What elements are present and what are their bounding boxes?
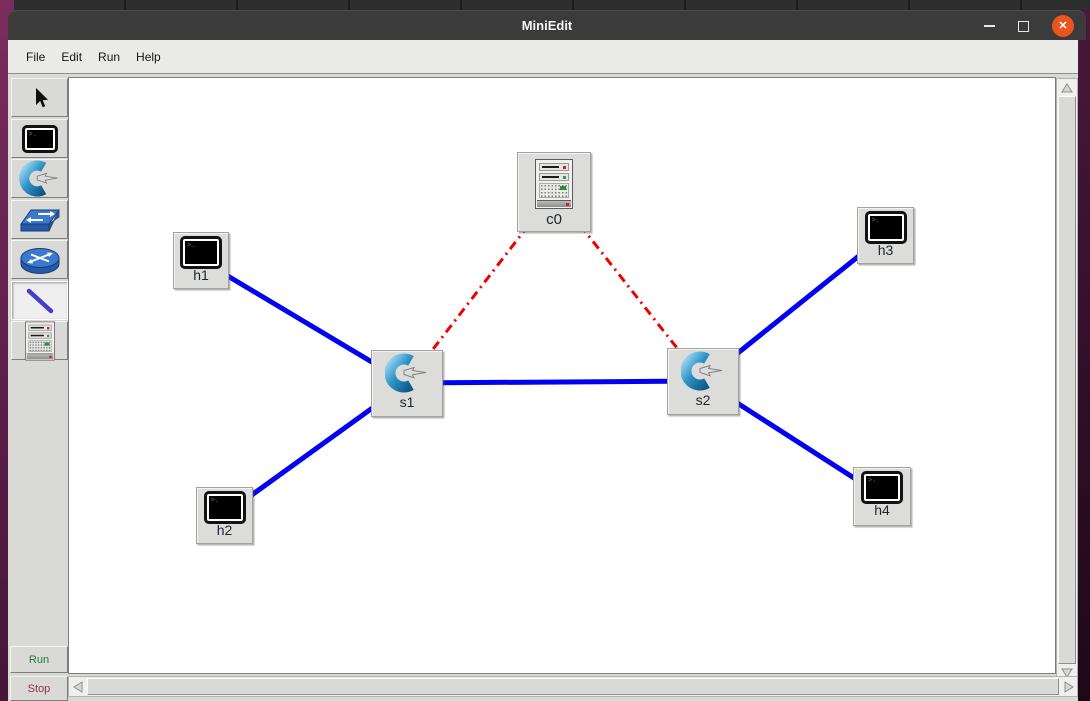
titlebar[interactable]: MiniEdit ✕ [8,10,1086,40]
openflow-switch-icon [385,353,427,393]
legacy-router-tool-button[interactable] [11,240,68,279]
vertical-scrollbar[interactable] [1056,78,1078,682]
node-h4[interactable]: h4 [853,467,911,526]
vertical-scroll-thumb[interactable] [1058,96,1076,664]
host-terminal-icon [861,471,903,504]
scroll-up-arrow-icon[interactable] [1058,80,1076,95]
legacy-router-icon [20,247,59,274]
host-terminal-icon [203,491,246,524]
node-label: h4 [874,502,890,518]
node-label: h1 [193,267,209,283]
host-terminal-icon [21,124,58,153]
menu-help[interactable]: Help [136,49,161,64]
host-terminal-icon [180,236,222,269]
menu-file[interactable]: File [26,49,46,64]
minimize-button[interactable] [984,25,995,27]
window-body: File Edit Run Help [8,40,1078,701]
node-c0[interactable]: c0 [517,152,591,232]
run-button[interactable]: Run [10,646,68,673]
horizontal-scrollbar[interactable] [68,676,1078,697]
scroll-down-arrow-icon[interactable] [1058,665,1076,680]
menu-run[interactable]: Run [98,49,121,64]
controller-tower-icon [24,321,55,360]
data-link-s1-s2[interactable] [406,378,704,386]
host-tool-button[interactable] [11,119,68,158]
openflow-switch-icon [681,351,723,391]
node-label: h3 [877,242,894,258]
close-button[interactable]: ✕ [1052,15,1074,37]
legacy-switch-icon [19,209,60,231]
menu-edit[interactable]: Edit [61,49,83,64]
control-link-c0-s1[interactable] [405,191,556,384]
horizontal-scroll-thumb[interactable] [87,678,1059,695]
controller-tool-button[interactable] [11,321,68,360]
node-label: c0 [546,211,562,228]
node-s2[interactable]: s2 [667,348,739,415]
stop-button[interactable]: Stop [10,676,68,701]
node-label: s1 [399,394,415,410]
scroll-left-arrow-icon[interactable] [70,678,85,695]
host-terminal-icon [864,211,907,244]
switch-tool-button[interactable] [11,159,68,198]
node-s1[interactable]: s1 [371,350,443,417]
node-label: h2 [216,522,233,538]
topology-canvas[interactable]: c0 s1 s2 [68,77,1056,674]
openflow-switch-icon [18,160,58,197]
menubar: File Edit Run Help [8,40,1078,74]
controller-icon [535,159,573,209]
window-controls: ✕ [984,11,1074,41]
background-window-strip [14,0,1090,10]
scroll-right-arrow-icon[interactable] [1061,678,1076,695]
select-tool-button[interactable] [11,78,68,117]
node-h3[interactable]: h3 [857,207,914,264]
link-line-icon [26,288,53,313]
node-h1[interactable]: h1 [173,232,229,289]
legacy-switch-tool-button[interactable] [11,200,68,239]
window-title: MiniEdit [521,18,573,33]
node-h2[interactable]: h2 [196,487,253,544]
cursor-icon [35,87,48,107]
netlink-tool-button[interactable] [11,281,68,320]
maximize-button[interactable] [1018,20,1029,32]
control-link-c0-s2[interactable] [552,191,705,382]
node-label: s2 [695,392,711,408]
